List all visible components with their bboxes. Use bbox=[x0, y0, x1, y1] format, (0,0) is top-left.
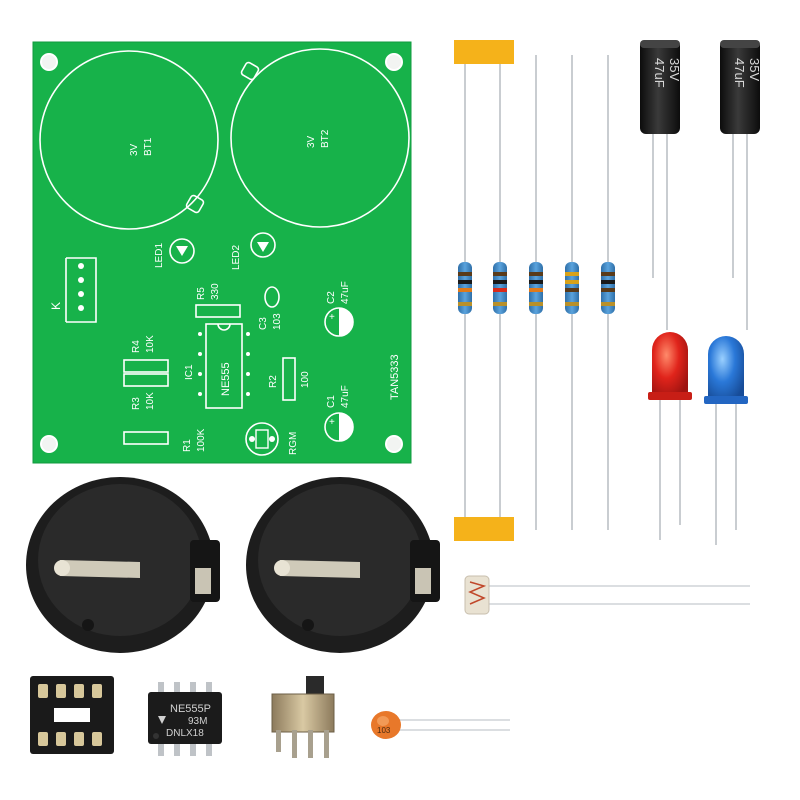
chip-marking-line3: DNLX18 bbox=[166, 728, 204, 739]
ceramic-cap-value: 103 bbox=[377, 726, 391, 735]
pcb-board: 3V BT1 3V BT2 LED1 LED2 K bbox=[32, 41, 412, 464]
bt1-ref: BT1 bbox=[143, 137, 154, 156]
c2-footprint: + C2 47uF bbox=[324, 281, 354, 337]
led-red bbox=[648, 332, 692, 540]
c1-footprint: + C1 47uF bbox=[324, 385, 354, 442]
svg-text:+: + bbox=[329, 417, 335, 428]
r3-value: 10K bbox=[145, 392, 156, 410]
ic-socket bbox=[30, 676, 114, 754]
resistor bbox=[601, 262, 615, 314]
board-model: TAN5333 bbox=[389, 354, 401, 400]
battery-footprint-bt2: 3V BT2 bbox=[230, 48, 410, 228]
c1-label: C1 bbox=[326, 395, 337, 408]
ic1-value: NE555 bbox=[220, 362, 232, 396]
bt2-voltage: 3V bbox=[306, 135, 317, 148]
capacitor-value-label: 47uF bbox=[652, 58, 667, 88]
r1-value: 100K bbox=[196, 428, 207, 452]
bt1-voltage: 3V bbox=[129, 143, 140, 156]
r2-label: R2 bbox=[268, 375, 279, 388]
c2-label: C2 bbox=[326, 291, 337, 304]
chip-marking-line1: NE555P bbox=[170, 703, 211, 715]
led-blue bbox=[704, 336, 748, 545]
r5-footprint: R5 330 bbox=[195, 283, 241, 318]
electrolytic-capacitor: 47uF 35V bbox=[640, 40, 682, 330]
photoresistor bbox=[464, 575, 750, 615]
ne555-chip: NE555P 93M DNLX18 bbox=[148, 682, 222, 756]
battery-footprint-bt1: 3V BT1 bbox=[39, 50, 219, 230]
slide-switch bbox=[271, 676, 335, 758]
rgm-label: RGM bbox=[288, 432, 299, 455]
battery-holder bbox=[246, 477, 440, 653]
r1-footprint: R1 100K bbox=[123, 428, 207, 452]
switch-footprint: K bbox=[49, 257, 97, 323]
ic1-footprint: IC1 NE555 bbox=[184, 323, 250, 409]
r3-label: R3 bbox=[131, 397, 142, 410]
led2-footprint: LED2 bbox=[231, 232, 276, 270]
resistor bbox=[565, 262, 579, 314]
c1-value: 47uF bbox=[340, 385, 351, 408]
c2-value: 47uF bbox=[340, 281, 351, 304]
electrolytic-capacitor: 47uF 35V bbox=[720, 40, 762, 330]
resistor bbox=[458, 262, 472, 314]
bt2-ref: BT2 bbox=[320, 129, 331, 148]
mounting-hole bbox=[40, 53, 403, 453]
capacitor-voltage-label: 35V bbox=[747, 58, 762, 81]
r4-label: R4 bbox=[131, 340, 142, 353]
r2-footprint: R2 100 bbox=[268, 357, 311, 401]
r2-value: 100 bbox=[300, 371, 311, 388]
led2-label: LED2 bbox=[231, 245, 242, 270]
r1-label: R1 bbox=[182, 439, 193, 452]
resistor-strip bbox=[454, 40, 615, 541]
led1-label: LED1 bbox=[154, 243, 165, 268]
c3-value: 103 bbox=[272, 313, 283, 330]
tape-bottom bbox=[454, 517, 514, 541]
battery-holder bbox=[26, 477, 220, 653]
r4-value: 10K bbox=[145, 335, 156, 353]
resistor bbox=[493, 262, 507, 314]
tape-top bbox=[454, 40, 514, 64]
r5-value: 330 bbox=[210, 283, 221, 300]
chip-marking-line2: 93M bbox=[188, 716, 207, 727]
svg-text:+: + bbox=[329, 312, 335, 323]
r4-footprint: R4 10K bbox=[123, 335, 169, 373]
rgm-footprint: RGM bbox=[245, 422, 299, 456]
capacitor-voltage-label: 35V bbox=[667, 58, 682, 81]
r3-footprint: R3 10K bbox=[123, 373, 169, 410]
switch-label: K bbox=[49, 302, 63, 310]
r5-label: R5 bbox=[196, 287, 207, 300]
resistor bbox=[529, 262, 543, 314]
ic1-label: IC1 bbox=[184, 364, 195, 380]
led1-footprint: LED1 bbox=[154, 238, 195, 268]
capacitor-value-label: 47uF bbox=[732, 58, 747, 88]
c3-footprint: C3 103 bbox=[258, 286, 283, 330]
c3-label: C3 bbox=[258, 317, 269, 330]
ceramic-capacitor: 103 bbox=[371, 711, 510, 739]
